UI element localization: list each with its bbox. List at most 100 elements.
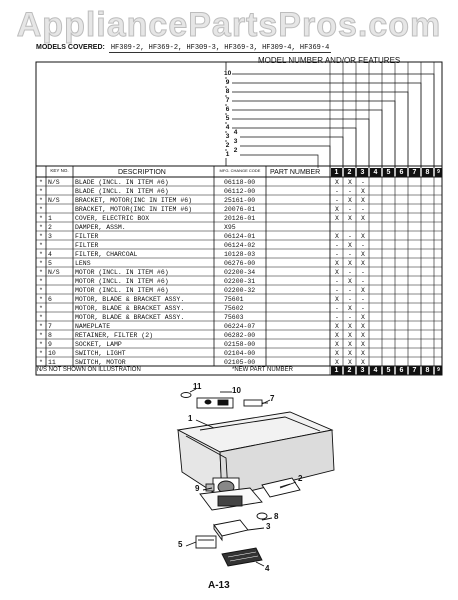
callout-5: 5 [178, 540, 183, 549]
footer-model-col: 3 [357, 366, 368, 375]
row-model-3: - [361, 269, 365, 276]
row-part-number: 02200-34 [224, 269, 256, 276]
ladder-number: 6 [224, 106, 231, 113]
row-model-2: X [348, 341, 352, 348]
row-model-3: X [361, 350, 365, 357]
col-description: DESCRIPTION [118, 169, 166, 176]
watermark: AppliancePartsPros.com [16, 6, 442, 45]
row-part-number: 06118-00 [224, 179, 256, 186]
row-key-no: 4 [48, 251, 52, 258]
row-model-2: X [348, 323, 352, 330]
row-star: * [39, 305, 43, 312]
callout-2: 2 [298, 474, 303, 483]
row-description: MOTOR, BLADE & BRACKET ASSY. [75, 314, 185, 321]
row-model-2: X [348, 179, 352, 186]
row-part-number: 06124-01 [224, 233, 256, 240]
row-description: NAMEPLATE [75, 323, 111, 330]
row-star: * [39, 206, 43, 213]
row-description: BLADE (INCL. IN ITEM #6) [75, 179, 169, 186]
row-star: * [39, 350, 43, 357]
callout-9: 9 [195, 484, 200, 493]
row-star: * [39, 359, 43, 366]
row-part-number: 20126-01 [224, 215, 256, 222]
callout-3: 3 [266, 522, 271, 531]
row-model-1: - [335, 197, 339, 204]
table-row: *MOTOR (INCL. IN ITEM #6)02200-31-X- [36, 277, 442, 286]
ladder-side-number: 4 [232, 129, 239, 136]
row-key-no: 2 [48, 224, 52, 231]
row-description: FILTER [75, 242, 99, 249]
model-col-header: 5 [383, 168, 394, 177]
row-model-3: - [361, 305, 365, 312]
row-description: RETAINER, FILTER (2) [75, 332, 154, 339]
row-model-1: X [335, 296, 339, 303]
row-model-1: X [335, 233, 339, 240]
row-model-1: - [335, 188, 339, 195]
row-part-number: 10128-03 [224, 251, 256, 258]
row-model-3: X [361, 341, 365, 348]
row-model-1: - [335, 314, 339, 321]
row-model-3: X [361, 197, 365, 204]
row-star: * [39, 278, 43, 285]
row-model-1: X [335, 269, 339, 276]
row-key-no: N/S [48, 197, 60, 204]
ladder-side-number: 2 [232, 147, 239, 154]
ladder-number: 10 [224, 70, 232, 77]
row-part-number: 75601 [224, 296, 244, 303]
row-model-3: - [361, 278, 365, 285]
model-col-header: 7 [409, 168, 420, 177]
callout-11: 11 [193, 382, 202, 391]
models-list: HF309-2, HF369-2, HF309-3, HF369-3, HF30… [108, 44, 332, 53]
row-description: FILTER [75, 233, 99, 240]
row-star: * [39, 287, 43, 294]
row-key-no: 10 [48, 350, 56, 357]
row-model-2: - [348, 233, 352, 240]
row-part-number: 06276-00 [224, 260, 256, 267]
row-model-2: X [348, 359, 352, 366]
row-model-2: - [348, 206, 352, 213]
row-part-number: 02104-00 [224, 350, 256, 357]
row-model-3: X [361, 260, 365, 267]
row-part-number: 02200-32 [224, 287, 256, 294]
model-col-header: 4 [370, 168, 381, 177]
row-star: * [39, 269, 43, 276]
row-key-no: 9 [48, 341, 52, 348]
row-star: * [39, 242, 43, 249]
row-model-1: - [335, 278, 339, 285]
row-model-3: - [361, 206, 365, 213]
row-model-2: - [348, 287, 352, 294]
row-model-3: X [361, 287, 365, 294]
row-model-3: X [361, 314, 365, 321]
row-part-number: 02105-00 [224, 359, 256, 366]
footer-model-col: 7 [409, 366, 420, 375]
row-model-2: - [348, 251, 352, 258]
row-model-1: - [335, 242, 339, 249]
row-model-2: X [348, 242, 352, 249]
row-model-1: X [335, 341, 339, 348]
row-star: * [39, 314, 43, 321]
row-key-no: 5 [48, 260, 52, 267]
row-part-number: 02158-00 [224, 341, 256, 348]
ladder-number: 7 [224, 97, 231, 104]
row-description: COVER, ELECTRIC BOX [75, 215, 150, 222]
row-model-3: X [361, 215, 365, 222]
row-part-number: 20076-01 [224, 206, 256, 213]
callout-10: 10 [232, 386, 241, 395]
row-key-no: N/S [48, 269, 60, 276]
row-key-no: 1 [48, 215, 52, 222]
row-model-3: X [361, 251, 365, 258]
row-description: DAMPER, ASSM. [75, 224, 126, 231]
row-model-2: - [348, 314, 352, 321]
row-model-1: - [335, 251, 339, 258]
row-star: * [39, 332, 43, 339]
row-part-number: 06124-02 [224, 242, 256, 249]
row-model-2: - [348, 188, 352, 195]
row-model-2: X [348, 260, 352, 267]
